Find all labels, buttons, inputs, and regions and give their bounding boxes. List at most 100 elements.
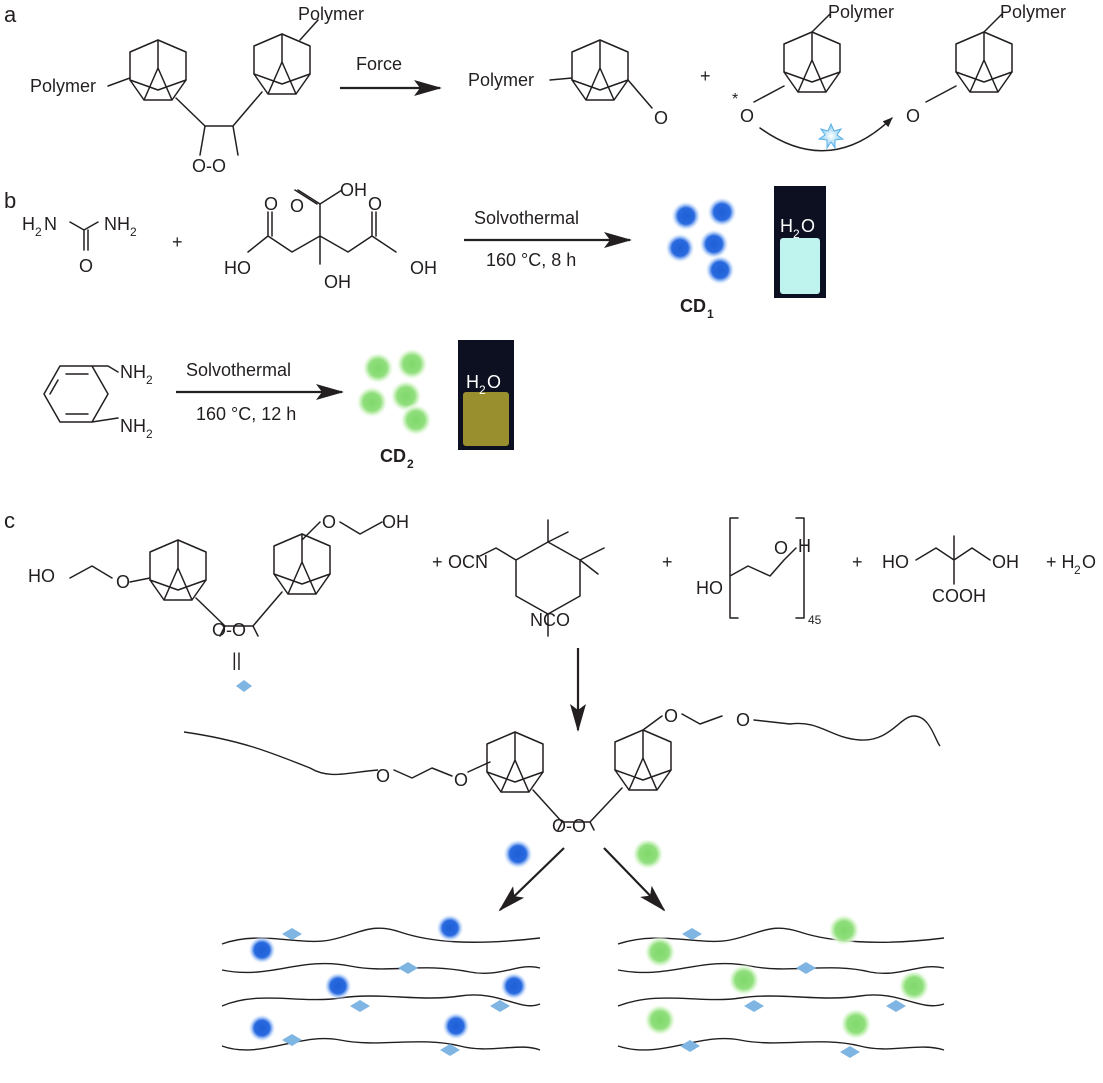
nh2-bottom: NH	[120, 416, 146, 436]
branch-arrow-left	[498, 847, 565, 912]
urea-nh2: NH	[104, 214, 130, 234]
plus-c1: +	[432, 552, 443, 572]
polymer-label-product: Polymer	[468, 70, 534, 90]
cd1-dot	[248, 1014, 276, 1042]
cd2-dot	[898, 970, 930, 1002]
ground-o-label: O	[906, 106, 920, 126]
urea-h2n-n: N	[44, 214, 57, 234]
cd2-dots	[356, 348, 432, 436]
cd2-dot	[400, 404, 432, 436]
urea-nh2-sub: 2	[130, 225, 137, 239]
polymer-label-excited: Polymer	[828, 2, 894, 22]
dioxetane-diamond-icon	[282, 1034, 302, 1046]
citric-o-top: O	[290, 196, 304, 216]
dmpa-cooh-label: COOH	[932, 586, 986, 606]
solvothermal-label-1: Solvothermal	[474, 208, 579, 228]
vial2-o: O	[487, 372, 501, 392]
water-o: O	[1082, 552, 1096, 572]
nh2-top-sub: 2	[146, 373, 153, 387]
urea-h2n-h: H	[22, 214, 35, 234]
chain-o-4: O	[736, 710, 750, 730]
composite-film-cd2	[617, 914, 945, 1058]
peroxide-label-a: O-O	[192, 156, 226, 176]
cd2-dot	[356, 386, 388, 418]
cd2-dot	[728, 964, 760, 996]
plus-c2: +	[662, 552, 673, 572]
dioxetane-diamond-icon	[744, 1000, 764, 1012]
dioxetane-diamond-icon	[236, 680, 252, 692]
vial1-2: 2	[793, 227, 800, 241]
ketone-o-label: O	[654, 108, 668, 128]
vial1-o: O	[801, 216, 815, 236]
ether-o-left: O	[116, 572, 130, 592]
dioxetane-diamond-icon	[350, 1000, 370, 1012]
cd2-dot	[644, 1004, 676, 1036]
cd1-dot	[442, 1012, 470, 1040]
dioxetane-diamond-icon	[490, 1000, 510, 1012]
dioxetane-diol: O-O O O HO OH ||	[28, 512, 409, 692]
force-label: Force	[356, 54, 402, 74]
light-burst-icon	[817, 122, 845, 150]
adamantanone-product: Polymer O	[468, 39, 668, 128]
vial1-h: H	[780, 216, 793, 236]
ground-adamantanone: Polymer O	[906, 2, 1066, 126]
ipdi-nco-label: NCO	[530, 610, 570, 630]
citric-o-left: O	[264, 194, 278, 214]
cd2-label: CD	[380, 446, 406, 466]
vial2-h: H	[466, 372, 479, 392]
dmpa-structure: HO OH COOH	[882, 535, 1019, 606]
water-sub: 2	[1074, 563, 1081, 577]
cd2-dot	[362, 352, 394, 384]
ipdi-ocn-label: OCN	[448, 552, 488, 572]
dmpa-ho-label: HO	[882, 552, 909, 572]
cd1-dot	[671, 201, 701, 231]
excited-star: *	[732, 91, 738, 108]
urea-structure: H 2 N NH 2 O	[22, 214, 137, 276]
o-phenylenediamine-structure: NH 2 NH 2	[43, 362, 153, 441]
cd2-label-sub: 2	[407, 457, 414, 471]
peg-h-label: H	[798, 536, 811, 556]
cd2-dot	[840, 1008, 872, 1040]
composite-film-cd1	[221, 914, 541, 1056]
condition-label-2: 160 °C, 12 h	[196, 404, 296, 424]
cd1-dot	[665, 233, 695, 263]
chain-o-3: O	[664, 706, 678, 726]
plus-b1: +	[172, 232, 183, 252]
dioxetane-polymer: O O O O O-O	[183, 706, 941, 836]
nh2-bottom-sub: 2	[146, 427, 153, 441]
peg-n-label: 45	[808, 613, 822, 627]
cd1-additive-dot	[503, 839, 533, 869]
citric-oh-right: OH	[410, 258, 437, 278]
citric-oh-top: OH	[340, 180, 367, 200]
dioxetane-diamond-icon	[440, 1044, 460, 1056]
panel-label-b: b	[4, 188, 16, 213]
cd1-dot	[699, 229, 729, 259]
solvothermal-label-2: Solvothermal	[186, 360, 291, 380]
cd1-dot	[436, 914, 464, 942]
plus-a: +	[700, 66, 711, 86]
cd2-dot	[390, 380, 422, 412]
peg-o-label: O	[774, 538, 788, 558]
cd1-vial-photo: H 2 O	[774, 186, 826, 298]
vial2-2: 2	[479, 383, 486, 397]
ipdi-structure: OCN NCO	[448, 519, 605, 637]
panel-label-c: c	[4, 508, 15, 533]
peg-ho-label: HO	[696, 578, 723, 598]
citric-acid-structure: HO O O OH O OH OH	[224, 180, 437, 292]
branch-arrow-right	[603, 847, 666, 912]
cd1-dot	[248, 936, 276, 964]
water-label: + H 2 O	[1046, 552, 1096, 577]
dioxetane-reactant: O-O Polymer Polymer	[30, 4, 364, 176]
cd1-dot	[324, 972, 352, 1000]
cd2-dot	[828, 914, 860, 946]
dioxetane-diamond-icon	[886, 1000, 906, 1012]
citric-o-right: O	[368, 194, 382, 214]
chain-o-1: O	[376, 766, 390, 786]
condition-label-1: 160 °C, 8 h	[486, 250, 576, 270]
cd2-dot	[644, 936, 676, 968]
plus-c3: +	[852, 552, 863, 572]
cd1-label: CD	[680, 296, 706, 316]
panel-label-a: a	[4, 2, 17, 27]
ether-o-right: O	[322, 512, 336, 532]
